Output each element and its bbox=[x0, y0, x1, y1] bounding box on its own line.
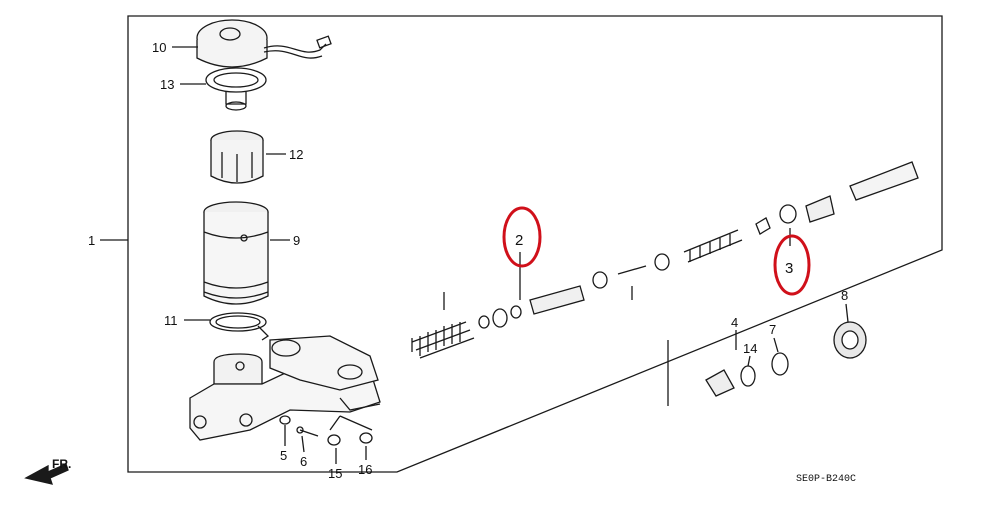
leader-lines bbox=[100, 46, 849, 464]
callouts: 1 2 3 4 5 6 7 8 9 10 11 12 13 14 15 16 bbox=[88, 40, 848, 481]
reservoir-seal bbox=[205, 67, 267, 111]
secondary-piston-kit bbox=[617, 161, 919, 275]
reservoir-strainer bbox=[210, 130, 264, 184]
reservoir-clamp bbox=[209, 312, 270, 341]
reservoir-cap bbox=[196, 19, 332, 68]
callout-10: 10 bbox=[152, 40, 166, 55]
callout-9: 9 bbox=[293, 233, 300, 248]
highlight-part-2 bbox=[502, 206, 542, 268]
callout-6: 6 bbox=[300, 454, 307, 469]
callout-7: 7 bbox=[769, 322, 776, 337]
callout-13: 13 bbox=[160, 77, 174, 92]
reservoir-body bbox=[203, 201, 269, 305]
callout-1: 1 bbox=[88, 233, 95, 248]
callout-16: 16 bbox=[358, 462, 372, 477]
callout-15: 15 bbox=[328, 466, 342, 481]
callout-12: 12 bbox=[289, 147, 303, 162]
front-arrow-icon bbox=[24, 463, 69, 485]
callout-2: 2 bbox=[515, 232, 523, 249]
highlight-rings bbox=[502, 206, 811, 296]
callout-11: 11 bbox=[164, 313, 178, 328]
drawing-code: SE0P-B240C bbox=[796, 474, 856, 485]
seal-kit bbox=[705, 321, 867, 397]
master-cylinder-body bbox=[189, 335, 381, 441]
highlight-part-3 bbox=[773, 234, 811, 296]
assembly-frame bbox=[127, 15, 943, 473]
callout-14: 14 bbox=[743, 341, 757, 356]
callout-5: 5 bbox=[280, 448, 287, 463]
callout-4: 4 bbox=[731, 315, 738, 330]
callout-3: 3 bbox=[785, 260, 793, 277]
callout-8: 8 bbox=[841, 288, 848, 303]
fasteners bbox=[279, 415, 373, 446]
front-label: FR. bbox=[52, 457, 71, 471]
primary-piston-kit bbox=[411, 271, 608, 359]
